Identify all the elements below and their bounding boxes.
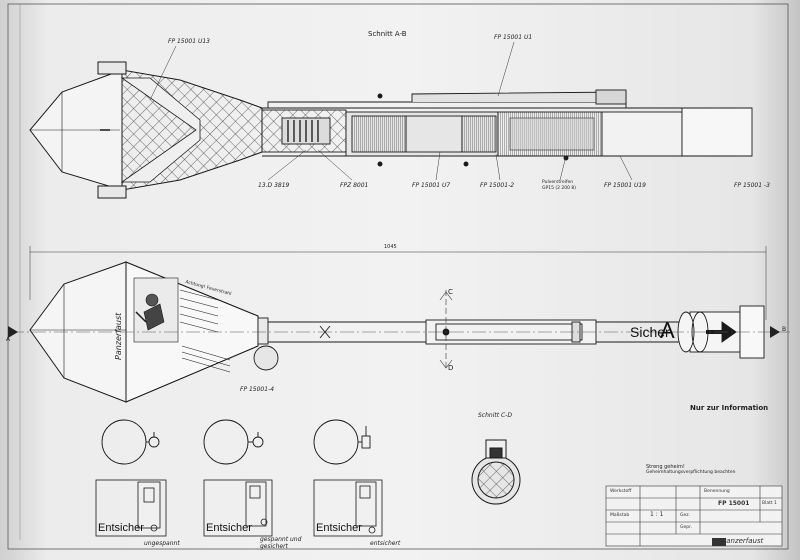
warhead-section	[29, 61, 263, 199]
state-ring-2	[203, 419, 264, 465]
stamp	[712, 538, 726, 546]
state-1-caption: ungespannt	[144, 540, 180, 547]
fuze-section	[261, 109, 347, 153]
warning-panel	[133, 277, 231, 373]
state-ring-3	[313, 419, 371, 465]
label-fp-u19: FP 15001 U19	[604, 182, 646, 189]
side-tube	[253, 305, 765, 371]
state-box-1	[95, 479, 167, 537]
section-title-ab: Schnitt A-B	[368, 30, 407, 38]
tb-werkstoff: Werkstoff	[610, 489, 632, 494]
sheet-frame	[7, 3, 789, 550]
arrow-b	[770, 326, 780, 338]
tb-benennung: Benennung	[704, 489, 730, 494]
tb-geprueft: Gepr.	[680, 525, 692, 530]
marker-a: A	[660, 318, 675, 343]
label-13d: 13.D 3819	[258, 182, 290, 189]
dimension-value: 1045	[384, 244, 397, 250]
section-cd-view	[471, 439, 521, 505]
tb-massstab: Maßstab	[610, 513, 630, 518]
sicher-label: Sicher	[630, 324, 670, 340]
tb-sheet: Blatt 1	[762, 501, 777, 506]
section-mark-d: D	[448, 364, 454, 372]
label-fp-3: FP 15001 -3	[734, 182, 770, 189]
state-box-3	[313, 479, 383, 537]
state-3-caption: entsichert	[370, 540, 401, 547]
label-fp-4: FP 15001-4	[240, 386, 275, 393]
state-1-word: Entsicher	[98, 522, 144, 534]
title-block	[605, 485, 783, 547]
secret-note-small: Geheimhaltungsverpflichtung beachten	[646, 470, 736, 475]
tb-part-no: FP 15001	[718, 500, 750, 507]
label-powder: Pulverstreifen	[542, 180, 574, 185]
end-label-a: A	[6, 336, 11, 343]
state-2-word: Entsicher	[206, 522, 252, 534]
label-fp-u7: FP 15001 U7	[412, 182, 451, 189]
state-3-word: Entsicher	[316, 522, 362, 534]
nur-info-note: Nur zur Information	[690, 404, 769, 412]
label-fp-2: FP 15001-2	[480, 182, 515, 189]
section-line-cd	[439, 290, 453, 370]
state-2-caption: gespannt und gesichert	[260, 536, 302, 550]
panzerfaust-on-cone: Panzerfaust	[114, 312, 123, 360]
tube-section	[262, 89, 753, 167]
end-label-b: B	[782, 326, 787, 333]
tb-name: Panzerfaust	[722, 537, 764, 545]
state-ring-1	[101, 419, 160, 465]
state-box-2	[203, 479, 273, 537]
tb-gezeichnet: Gez.	[680, 513, 691, 518]
dimension-line	[29, 246, 767, 320]
section-title-cd: Schnitt C-D	[478, 412, 512, 419]
secret-note: Streng geheim!	[646, 464, 685, 470]
tb-scale: 1 : 1	[650, 511, 664, 518]
arrow-a	[8, 326, 18, 338]
section-mark-c: C	[448, 288, 453, 296]
label-fpz: FPZ 8001	[340, 182, 369, 189]
label-fp-u1: FP 15001 U1	[494, 34, 533, 41]
top-leaders	[149, 41, 633, 181]
label-powder-2: GP15 (2 200 8)	[542, 186, 577, 191]
label-fp-u13: FP 15001 U13	[168, 38, 210, 45]
